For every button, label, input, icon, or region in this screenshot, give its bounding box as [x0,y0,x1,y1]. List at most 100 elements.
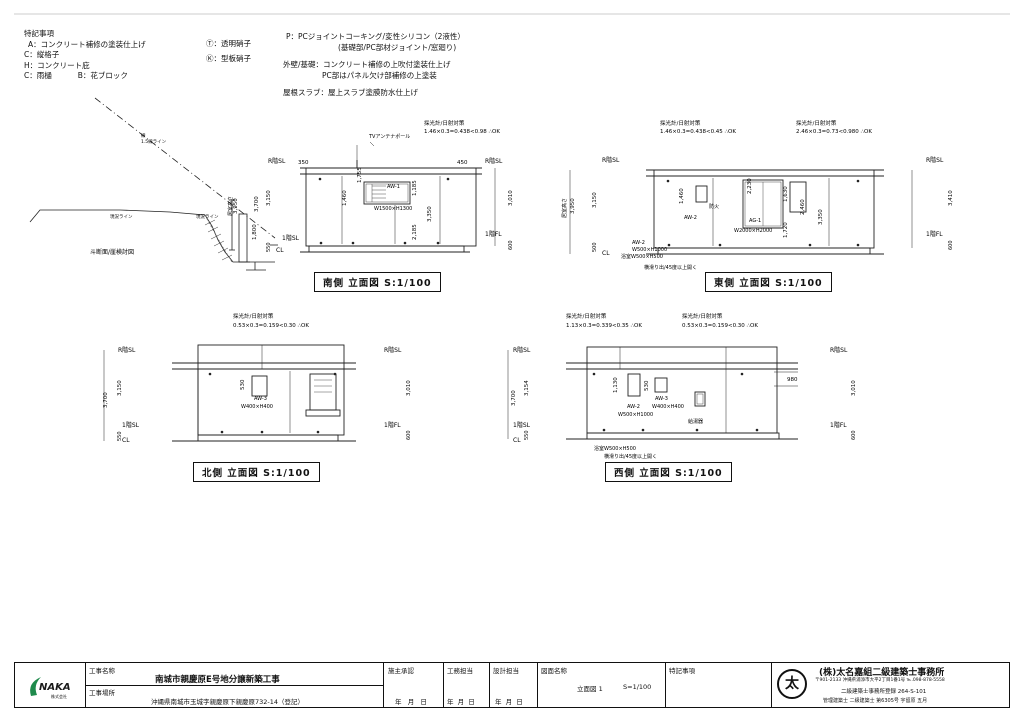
east-calc1-title: 採光計/日射対策 [660,119,701,127]
east-d1460: 1,460 [679,188,685,204]
west-elevation [507,346,798,440]
note-line: C：縦格子 [24,50,60,59]
east-d2230: 2,230 [747,178,753,194]
north-elevation [103,344,356,442]
west-aw3: AW-3 [655,396,668,402]
note-k-glass: Ⓚ：型板硝子 [206,54,251,63]
south-rsl-right: R階SL [485,157,503,165]
note-w1: 外壁/基礎：コンクリート補修の上吹付塗装仕上げ [283,60,451,69]
firm-seal-icon: 太 [777,669,807,699]
east-aw2: AW-2 [684,215,697,221]
section-h3: 3,150 [266,190,272,206]
south-d1460: 1,460 [342,190,348,206]
west-d3010: 3,010 [851,380,857,396]
west-d1130: 1,130 [613,377,619,393]
section-caption: 斗断面/崖検討図 [90,248,134,256]
work-name: 南城市親慶原E号地分譲新築工事 [155,675,280,685]
notes-left: 特記事項 A：コンクリート補修の塗装仕上げ C：縦格子 H：コンクリート庇 C：… [24,30,146,83]
south-rsl-left: R階SL [268,157,286,165]
owner-date: 年 月 日 [395,698,427,706]
north-sl: 1階SL [122,421,140,429]
east-dots [666,179,860,247]
eng-date: 年 月 日 [447,698,475,706]
logo-text: NAKA [39,682,71,693]
south-calc-title: 採光計/日射対策 [424,119,465,127]
north-d3150: 3,150 [117,380,123,396]
south-elevation [300,141,496,253]
design-date: 年 月 日 [495,698,523,706]
note-t-glass: Ⓣ：透明硝子 [206,39,251,48]
south-antenna: TVアンテナポール [368,133,410,140]
section-h-title: 居室高さ [227,196,234,216]
ground-label-2: 現況ライン [196,213,219,220]
cliff-section [29,97,278,271]
west-aw2: AW-2 [627,404,640,410]
west-d3700: 3,700 [511,390,517,406]
west-calc2-title: 採光計/日射対策 [682,312,723,320]
east-calc2-title: 採光計/日射対策 [796,119,837,127]
north-rsl-right: R階SL [384,346,402,354]
west-bath: 浴室W500×H500 [594,445,636,452]
east-d1630: 1,630 [783,186,789,202]
note-p1: P：PCジョイントコーキング/変性シリコン（2液性） [286,32,465,41]
north-d530: 530 [240,379,246,390]
east-d500: 500 [592,242,598,252]
firm-name: (株)太名嘉組二級建築士事務所 [819,668,945,678]
west-title: 西側 立面図 S:1/100 [605,462,732,482]
south-d450: 450 [457,160,468,166]
south-d1185: 1,185 [412,180,418,196]
section-sl: 1階SL [282,234,300,242]
east-aw2b-size: W500×H1000 [632,247,667,253]
east-rsl-left: R階SL [602,156,620,164]
firm-address: 〒901-2133 沖縄県浦添市大平2丁目1番1号 ℡.098-878-5558 [815,678,945,683]
firm-registration: 二級建築士事務所登録 264-S-101 [841,689,927,695]
north-fl: 1階FL [384,421,401,429]
west-aw2-size: W500×H1000 [618,412,653,418]
drawing-canvas: 線 1.5線ライン 現況ライン 現況ライン 斗断面/崖検討図 居室高さ 3,95… [14,13,1010,460]
firm-architect: 管理建築士 二級建築士 第6305号 宇留原 五月 [823,698,928,704]
logo-swoosh-icon [30,677,41,696]
north-rsl-left: R階SL [118,346,136,354]
east-aw2b: AW-2 [632,240,645,246]
east-fl: 1階FL [926,230,943,238]
south-d2185: 2,185 [412,224,418,240]
note-p2: (基礎部/PC部材ジョイント/窓廻り) [338,43,457,52]
drawing-scale: S=1/100 [623,683,652,691]
west-calc1: 1.13×0.3=0.339<0.35 ∴OK [566,323,642,329]
north-title: 北側 立面図 S:1/100 [193,462,320,482]
south-aw-size: W1500×H1300 [374,206,412,212]
east-elevation [569,169,913,255]
west-calc2: 0.53×0.3=0.159<0.30 ∴OK [682,323,758,329]
section-cl: CL [276,247,284,254]
east-d3350: 3,350 [818,209,824,225]
west-dots [592,372,759,432]
east-calc1: 1.46×0.3=0.438<0.45 ∴OK [660,129,736,135]
east-h-title: 居室高さ [561,198,568,218]
east-fire: 防火 [709,203,719,210]
work-place-label: 工事場所 [89,689,115,697]
note-r1: 屋根スラブ：屋上スラブ塗膜防水仕上げ [283,88,418,97]
east-title: 東側 立面図 S:1/100 [705,272,832,292]
west-bath-note: 横滑り出/45度以上開く [604,453,657,460]
west-d980: 980 [787,377,798,383]
logo-sub: 株式会社 [51,694,67,699]
north-d600: 600 [406,430,412,440]
drawing-name: 立面図 1 [577,685,603,693]
north-dots [208,372,337,434]
section-h5: 550 [266,242,272,252]
east-d2460: 2,460 [800,199,806,215]
north-cl: CL [122,437,130,444]
north-calc-title: 採光計/日射対策 [233,312,274,320]
west-cl: CL [513,437,521,444]
south-title: 南側 立面図 S:1/100 [314,272,441,292]
cliff-line-label-2: 1.5線ライン [141,138,167,145]
owner-label: 施主承認 [388,667,414,675]
west-d550: 550 [524,430,530,440]
notes-title: 特記事項 [24,29,54,38]
west-meter: 給湯器 [688,418,703,425]
south-fl: 1階FL [485,230,502,238]
note-line: H：コンクリート庇 [24,60,90,70]
north-d550: 550 [117,431,123,441]
west-fl: 1階FL [830,421,847,429]
south-d600: 600 [508,240,514,250]
